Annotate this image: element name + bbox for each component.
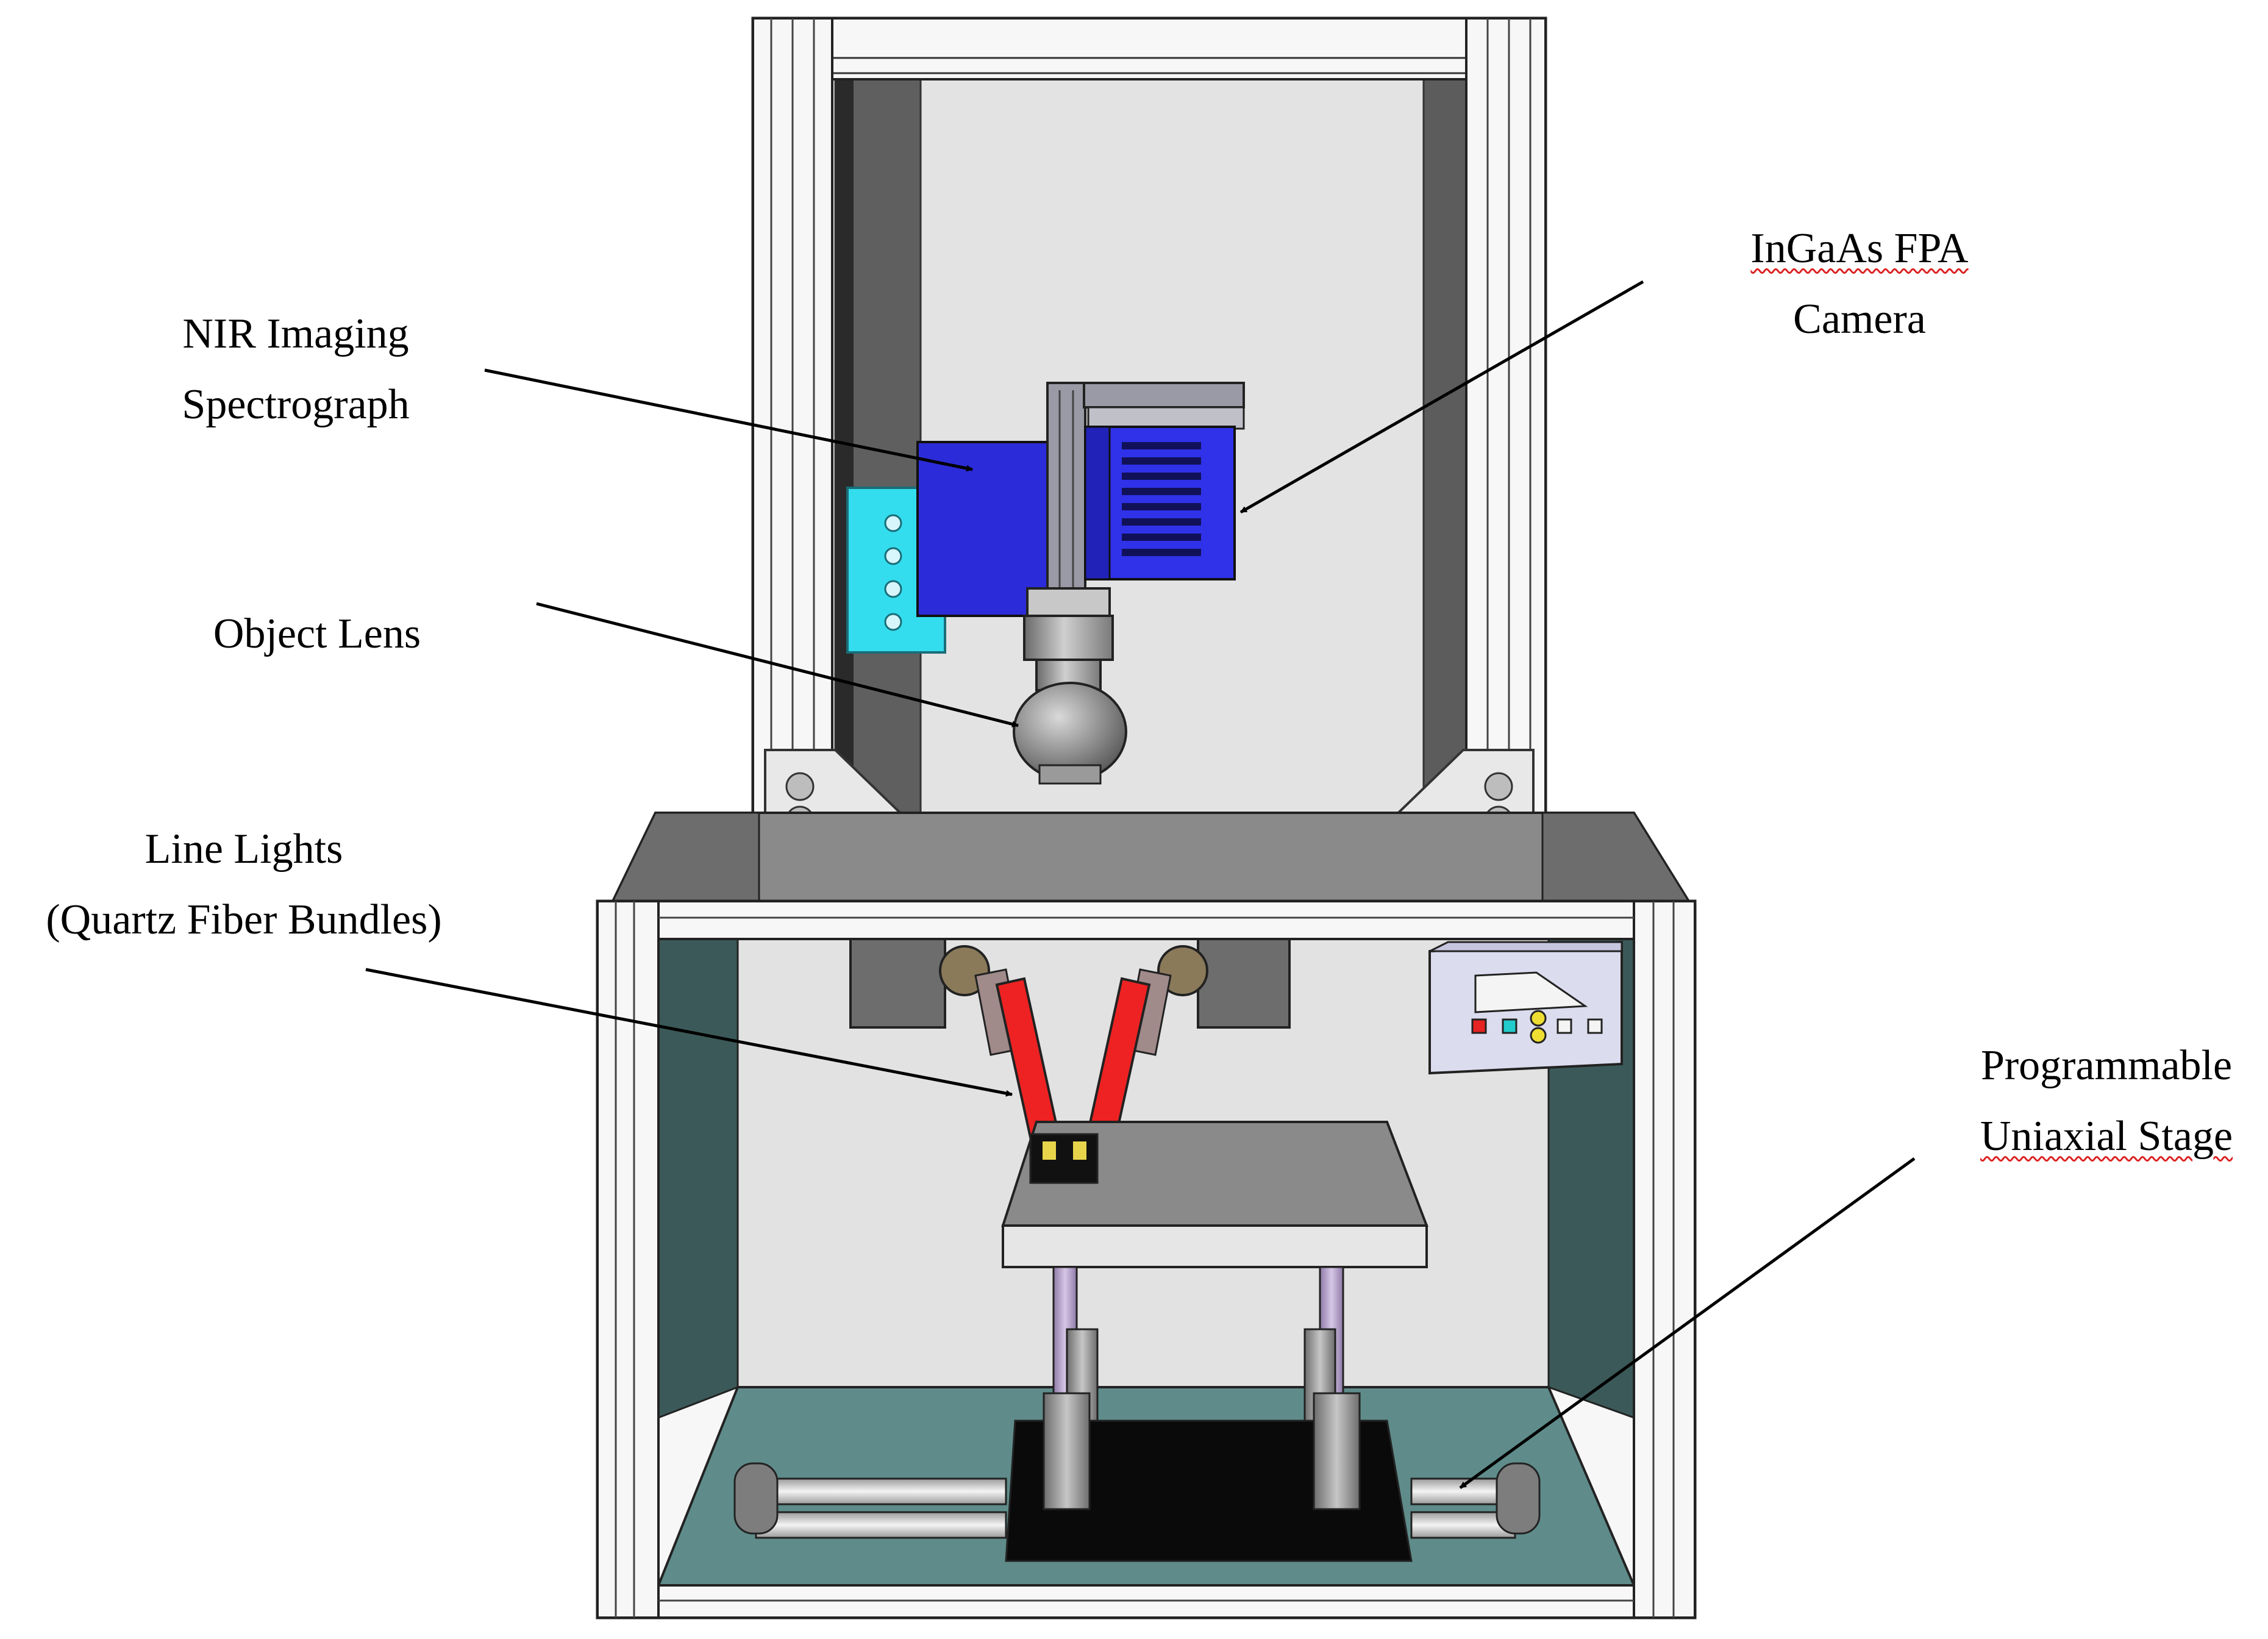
lights-arrow (365, 968, 1013, 1097)
stage-label-line2: Uniaxial Stage (1948, 1101, 2265, 1172)
camera-arrow (1239, 280, 1644, 514)
lights-label-line1: Line Lights (144, 826, 343, 873)
spectrograph-label-line2: Spectrograph (182, 381, 410, 428)
imaging-head (846, 382, 1245, 785)
lens-arrow (536, 602, 1019, 727)
spectrograph-arrow (484, 368, 974, 472)
uniaxial-stage (733, 1121, 1541, 1562)
spectrograph-body (916, 441, 1050, 617)
camera-label-line1: InGaAs FPA (1671, 213, 2049, 284)
lights-label-line2: (Quartz Fiber Bundles) (46, 896, 442, 943)
callout-arrows (365, 280, 1916, 1490)
controller-box (1428, 940, 1623, 1075)
camera-label-line2: Camera (1793, 296, 1926, 343)
stage-label-line2-text: Uniaxial Stage (1980, 1113, 2233, 1160)
camera-label: InGaAs FPA Camera (1671, 213, 2049, 355)
camera-label-line1-text: InGaAs FPA (1750, 225, 1969, 272)
object-lens (1013, 587, 1127, 785)
stage-label-line1: Programmable (1980, 1042, 2233, 1089)
stage-arrow (1459, 1157, 1916, 1490)
spectrograph-label-line1: NIR Imaging (182, 310, 409, 357)
lens-label-line1: Object Lens (213, 610, 421, 657)
sample (1029, 1133, 1099, 1184)
line-lights (849, 938, 1291, 1139)
lens-label: Object Lens (134, 599, 500, 670)
lights-label: Line Lights (Quartz Fiber Bundles) (6, 814, 482, 955)
stage-label: Programmable Uniaxial Stage (1948, 1030, 2265, 1172)
spectrograph-label: NIR Imaging Spectrograph (113, 299, 479, 440)
